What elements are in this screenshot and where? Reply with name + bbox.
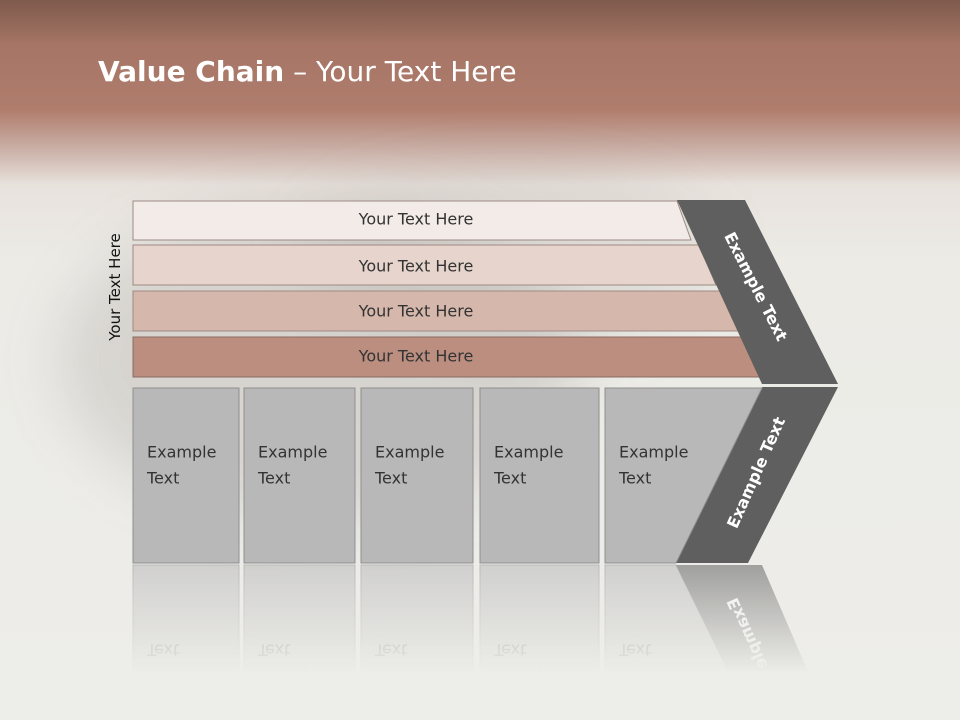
reflection-column-5-text-line-2: Text bbox=[618, 641, 651, 660]
chevron-lower bbox=[676, 387, 838, 563]
reflection-column-2: Example Text bbox=[243, 564, 356, 720]
reflection-column-4-shape bbox=[479, 564, 600, 720]
column-box-3-text-line-1: Example bbox=[375, 443, 444, 462]
chevron-upper bbox=[677, 200, 838, 384]
column-box-2-text-line-1: Example bbox=[258, 443, 327, 462]
row-band-2: Your Text Here bbox=[132, 244, 717, 286]
reflection-column-5-text-line-1: Example bbox=[619, 667, 688, 686]
column-box-4-text-line-2: Text bbox=[493, 469, 526, 488]
reflection-column-3: Example Text bbox=[360, 564, 474, 720]
reflection-column-1: Example Text bbox=[132, 564, 240, 720]
row-band-2-shape bbox=[132, 244, 717, 286]
reflection: ExampleTextExampleTextExampleTextExample… bbox=[132, 564, 829, 720]
reflection-column-2-text-line-2: Text bbox=[257, 641, 290, 660]
reflection-column-3-shape bbox=[360, 564, 474, 720]
column-box-3-text-line-2: Text bbox=[374, 469, 407, 488]
column-box-3-shape bbox=[360, 387, 474, 564]
reflection-columns: ExampleTextExampleTextExampleTextExample… bbox=[132, 564, 753, 720]
column-box-1-text-line-2: Text bbox=[146, 469, 179, 488]
row-band-3-label: Your Text Here bbox=[358, 302, 474, 321]
reflection-column-1-text-line-1: Example bbox=[147, 667, 216, 686]
columns: ExampleTextExampleTextExampleTextExample… bbox=[132, 387, 763, 564]
column-box-5-text-line-2: Text bbox=[618, 469, 651, 488]
reflection-chevron-lower bbox=[676, 565, 829, 720]
column-box-4-shape bbox=[479, 387, 600, 564]
row-band-1: Your Text Here bbox=[132, 200, 692, 241]
column-box-5-shape bbox=[604, 387, 763, 564]
reflection-column-4: Example Text bbox=[479, 564, 600, 720]
column-box-4-text-line-1: Example bbox=[494, 443, 563, 462]
column-box-2-text-line-2: Text bbox=[257, 469, 290, 488]
reflection-column-2-shape bbox=[243, 564, 356, 720]
column-box-2-shape bbox=[243, 387, 356, 564]
row-band-3: Your Text Here bbox=[132, 290, 740, 332]
reflection-column-1-shape bbox=[132, 564, 240, 720]
row-band-2-label: Your Text Here bbox=[358, 257, 474, 276]
row-band-4-label: Your Text Here bbox=[358, 347, 474, 366]
row-band-1-shape bbox=[132, 200, 692, 241]
reflection-column-4-text-line-1: Example bbox=[494, 667, 563, 686]
row-band-4: Your Text Here bbox=[132, 336, 764, 378]
row-band-1-label: Your Text Here bbox=[358, 210, 474, 229]
slide-title: Value Chain – Your Text Here bbox=[98, 55, 517, 88]
column-box-1-text-line-1: Example bbox=[147, 443, 216, 462]
reflection-column-1-text-line-2: Text bbox=[146, 641, 179, 660]
reflection-column-2-text-line-1: Example bbox=[258, 667, 327, 686]
title-rest: – Your Text Here bbox=[284, 55, 517, 88]
title-bold: Value Chain bbox=[98, 55, 285, 88]
reflection-column-3-text-line-1: Example bbox=[375, 667, 444, 686]
column-box-5-text-line-1: Example bbox=[619, 443, 688, 462]
reflection-column-3-text-line-2: Text bbox=[374, 641, 407, 660]
reflection-column-4-text-line-2: Text bbox=[493, 641, 526, 660]
column-box-1-shape bbox=[132, 387, 240, 564]
